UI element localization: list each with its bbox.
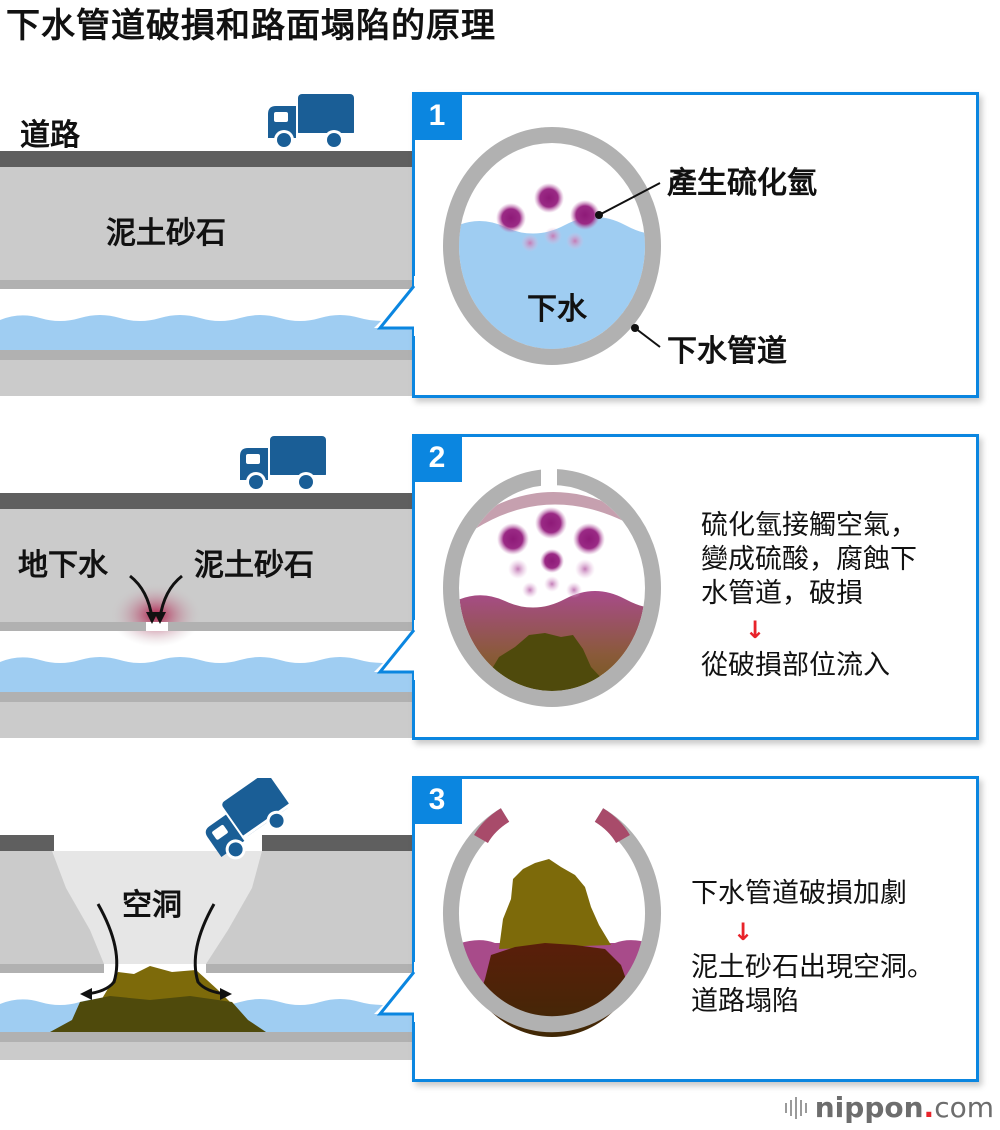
logo-dot: . <box>923 1091 935 1124</box>
pipe-cross-section-2 <box>443 467 661 707</box>
tilted-truck-icon <box>205 778 291 860</box>
step-badge: 3 <box>412 776 462 824</box>
step-1-panel: 1 產生硫化氫 下水管道 下水 <box>412 92 979 398</box>
hydrogen-sulfide-callout: 產生硫化氫 <box>667 166 817 201</box>
pipe-cross-section-3 <box>443 808 661 1037</box>
step-3-result-line-2: 道路塌陷 <box>691 986 799 1017</box>
cavity-label: 空洞 <box>122 888 182 923</box>
step-2-panel: 2 硫化氫接觸空氣， 變成硫酸，腐蝕下 水管道，破損 ↓ 從破損部位流入 <box>412 434 979 740</box>
logo-brand: nippon <box>814 1091 924 1124</box>
scene-2-cross-section: 地下水 泥土砂石 <box>0 420 420 740</box>
truck-icon <box>268 94 354 150</box>
road-label: 道路 <box>20 118 80 153</box>
step-2-desc-line-2: 變成硫酸，腐蝕下 <box>701 544 917 575</box>
sound-bars-icon <box>784 1096 807 1119</box>
page-title: 下水管道破損和路面塌陷的原理 <box>6 6 496 46</box>
down-arrow-icon: ↓ <box>733 918 754 946</box>
scene-1-ground-graphic <box>0 151 420 396</box>
nippon-logo: nippon.com <box>784 1091 994 1124</box>
logo-tld: com <box>934 1091 994 1124</box>
scene-3-ground-graphic <box>0 835 420 1060</box>
panel-2-pointer <box>374 620 416 680</box>
step-badge: 2 <box>412 434 462 482</box>
truck-icon <box>240 436 326 492</box>
scene-1-cross-section: 道路 泥土砂石 <box>0 80 420 400</box>
step-2-desc-line-1: 硫化氫接觸空氣， <box>701 510 917 541</box>
scene-3-cross-section: 空洞 <box>0 770 420 1060</box>
step-2-result: 從破損部位流入 <box>701 650 890 681</box>
soil-label: 泥土砂石 <box>106 216 226 251</box>
step-3-panel: 3 下水管道破損加劇 ↓ 泥土砂石出現空洞。 道路塌陷 <box>412 776 979 1082</box>
groundwater-label: 地下水 <box>18 548 108 583</box>
soil-label: 泥土砂石 <box>194 548 314 583</box>
panel-1-pointer <box>374 276 416 336</box>
step-2-desc-line-3: 水管道，破損 <box>701 578 863 609</box>
scene-2-ground-graphic <box>0 493 420 738</box>
sewage-label: 下水 <box>527 292 587 327</box>
pipe-cross-section-1 <box>443 127 661 365</box>
step-3-result-line-1: 泥土砂石出現空洞。 <box>691 952 934 983</box>
step-3-desc-line-1: 下水管道破損加劇 <box>691 878 907 909</box>
down-arrow-icon: ↓ <box>745 616 766 644</box>
step-badge: 1 <box>412 92 462 140</box>
sewer-pipe-callout: 下水管道 <box>667 334 787 369</box>
panel-3-pointer <box>374 962 416 1022</box>
